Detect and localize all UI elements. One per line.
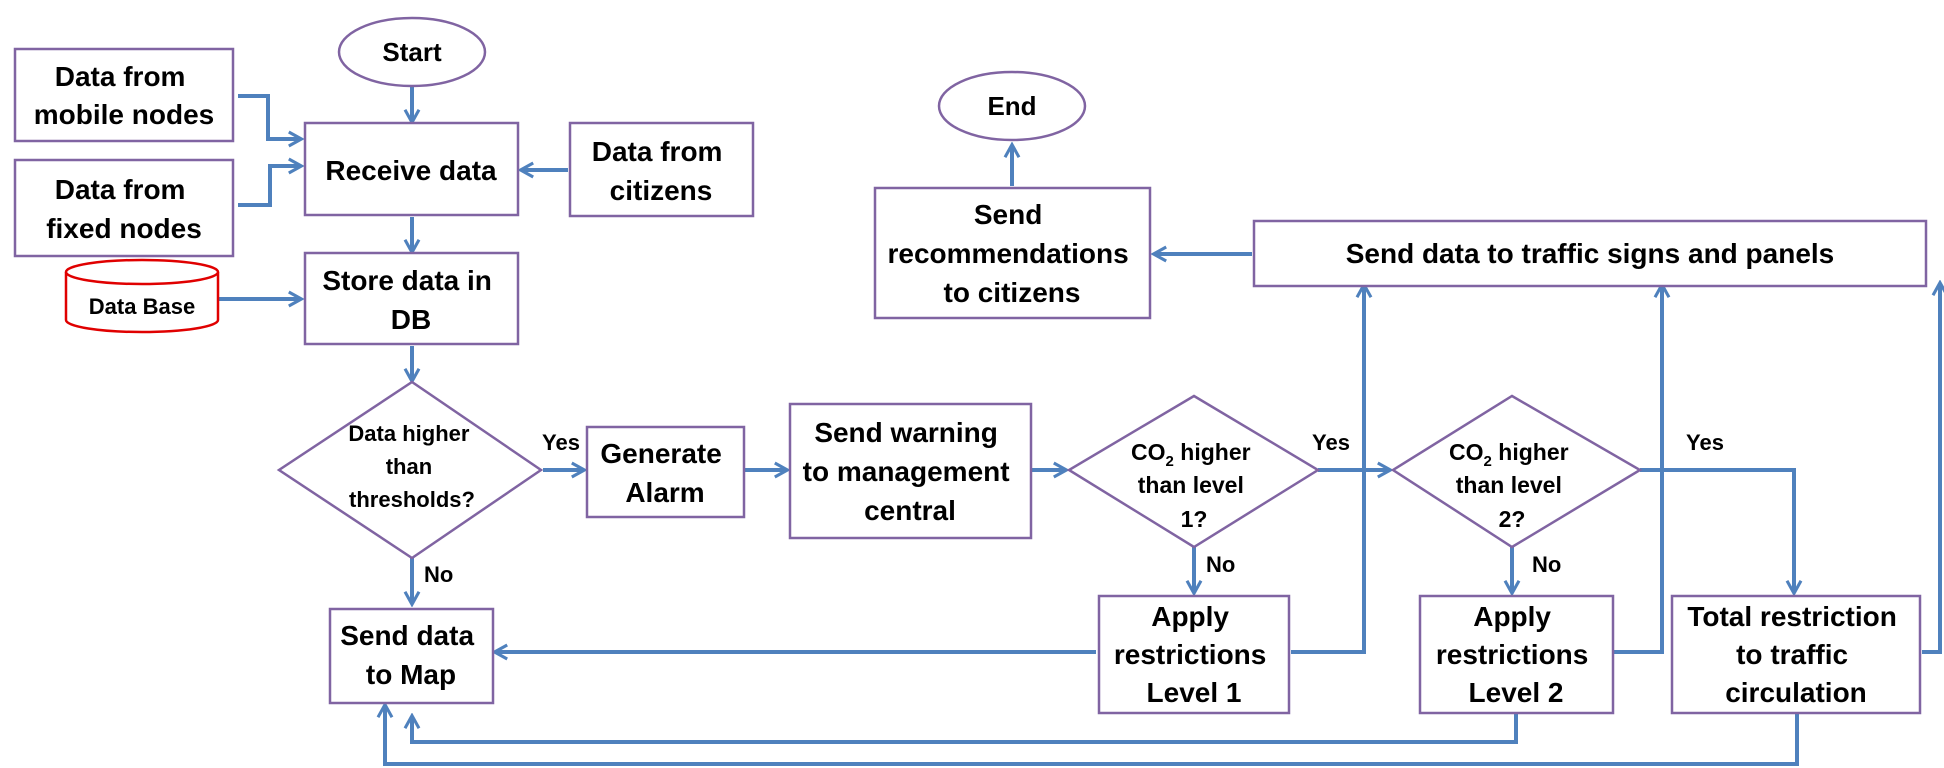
edge-total-signs [1922,284,1940,654]
receive-data-node: Receive data [303,121,520,217]
co2-level1-label: CO2 higher than level 1? [1131,439,1257,532]
data-citizens-label: Data from citizens [592,136,730,206]
data-mobile-label: Data from mobile nodes [34,61,214,130]
co2-level2-decision: CO2 higher than level 2? [1390,394,1643,549]
total-restriction-label: Total restriction to traffic circulation [1687,601,1904,708]
store-data-node: Store data in DB [303,251,520,346]
total-restriction-node: Total restriction to traffic circulation [1670,594,1922,715]
send-map-node: Send data to Map [328,607,495,705]
end-label: End [987,91,1036,121]
co2-level1-yes-label: Yes [1312,430,1350,455]
edge-restrictl1-signs [1291,286,1364,654]
edge-restrictl2-sendmap [412,713,1518,744]
data-mobile-node: Data from mobile nodes [13,47,235,143]
end-node: End [937,70,1087,142]
threshold-yes-label: Yes [542,430,580,455]
store-data-label: Store data in DB [322,265,499,335]
edge-mobile-receive [238,94,300,139]
database-node: Data Base [64,258,220,334]
edge-total-sendmap [385,706,1799,766]
threshold-no-label: No [424,562,453,587]
co2-level2-label: CO2 higher than level 2? [1449,439,1575,532]
traffic-signs-label: Send data to traffic signs and panels [1346,238,1835,269]
database-label: Data Base [89,294,195,319]
edge-labels: Yes No Yes No Yes No [424,430,1724,587]
send-warning-node: Send warning to management central [788,402,1033,540]
restrict-level1-node: Apply restrictions Level 1 [1097,594,1291,715]
generate-alarm-label: Generate Alarm [600,438,729,508]
threshold-decision: Data higher than thresholds? [276,380,544,560]
edges [218,86,1940,766]
recommendations-label: Send recommendations to citizens [888,199,1137,308]
restrict-level1-label: Apply restrictions Level 1 [1114,601,1274,708]
start-label: Start [382,37,442,67]
edge-fixed-receive [238,166,300,207]
data-fixed-label: Data from fixed nodes [46,174,202,244]
data-citizens-node: Data from citizens [568,121,755,218]
threshold-label: Data higher than thresholds? [348,421,475,512]
edge-co2l2-total [1640,468,1794,592]
generate-alarm-node: Generate Alarm [585,425,746,519]
restrict-level2-label: Apply restrictions Level 2 [1436,601,1596,708]
data-fixed-node: Data from fixed nodes [13,158,235,258]
restrict-level2-node: Apply restrictions Level 2 [1418,594,1615,715]
co2-level1-no-label: No [1206,552,1235,577]
co2-level2-no-label: No [1532,552,1561,577]
send-warning-label: Send warning to management central [803,417,1018,526]
recommendations-node: Send recommendations to citizens [873,186,1152,320]
co2-level1-decision: CO2 higher than level 1? [1066,394,1321,549]
start-node: Start [337,16,487,88]
receive-data-label: Receive data [325,155,497,186]
co2-level2-yes-label: Yes [1686,430,1724,455]
traffic-signs-node: Send data to traffic signs and panels [1252,219,1928,288]
edge-restrictl2-signs [1614,286,1662,654]
send-map-label: Send data to Map [340,620,482,690]
